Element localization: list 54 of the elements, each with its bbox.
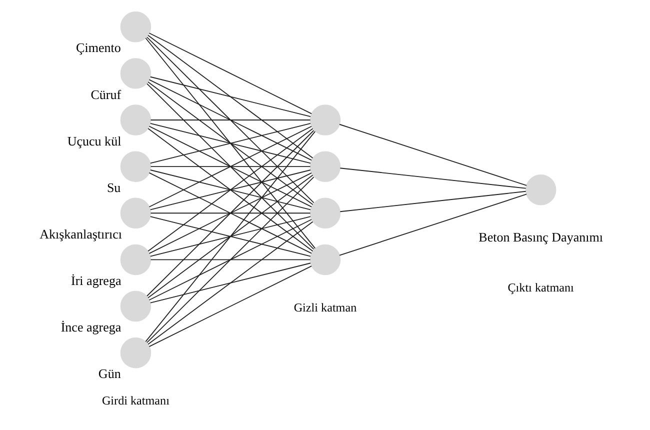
- node-label: Gün: [98, 366, 121, 382]
- node-label: Çimento: [76, 40, 121, 56]
- node-label: Beton Basınç Dayanımı: [478, 230, 604, 245]
- node-label: İnce agrega: [60, 320, 122, 335]
- connector: [150, 262, 311, 304]
- connector: [148, 174, 314, 298]
- node-label: Akışkanlaştırıcı: [40, 226, 122, 242]
- connector: [150, 216, 311, 257]
- connector: [146, 36, 314, 204]
- connector: [148, 126, 312, 208]
- node-circle: [310, 151, 341, 182]
- connector: [339, 124, 527, 186]
- node-circle: [310, 104, 341, 136]
- connector: [150, 212, 311, 214]
- node-circle: [120, 198, 152, 228]
- node-circle: [120, 104, 152, 136]
- connector: [148, 82, 314, 205]
- connector: [148, 221, 314, 345]
- connector: [146, 176, 314, 344]
- label: Gizli katman: [294, 300, 357, 314]
- connector: [148, 172, 312, 254]
- connector: [150, 170, 311, 210]
- connector: [150, 122, 311, 164]
- node-circle: [120, 244, 152, 276]
- connector: [148, 128, 314, 252]
- connector: [145, 38, 316, 249]
- connector: [150, 166, 311, 168]
- connector: [150, 76, 311, 118]
- node-label: Cüruf: [90, 86, 122, 102]
- connector: [340, 190, 526, 212]
- node-circle: [120, 337, 152, 368]
- connector: [150, 259, 311, 260]
- connector: [148, 266, 312, 348]
- label: Çıktı katmanı: [508, 280, 574, 295]
- node-circle: [120, 290, 152, 322]
- connector: [148, 32, 312, 114]
- connector: [340, 168, 526, 189]
- connector: [145, 130, 316, 342]
- connector: [148, 79, 312, 161]
- connector: [148, 34, 314, 158]
- connector: [339, 194, 527, 256]
- connector: [148, 219, 312, 300]
- node-label: Uçucu kül: [67, 133, 122, 148]
- label: Girdi katmanı: [102, 393, 170, 408]
- node-label: İri agrega: [71, 273, 122, 288]
- connector: [146, 83, 314, 250]
- node-circle: [120, 58, 152, 89]
- node-label: Su: [106, 180, 121, 195]
- connector: [146, 130, 314, 296]
- node-circle: [310, 244, 341, 276]
- node-circle: [310, 198, 341, 228]
- node-circle: [120, 151, 152, 182]
- node-circle: [120, 12, 152, 42]
- node-circle: [525, 174, 556, 206]
